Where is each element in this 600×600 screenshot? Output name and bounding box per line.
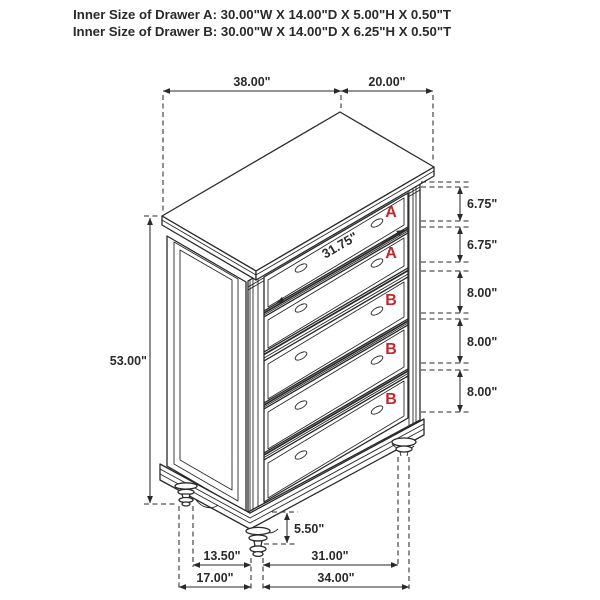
dim-width-outer: 34.00" xyxy=(317,571,354,585)
dim-width-inner: 31.00" xyxy=(311,549,348,563)
dim-depth-outer: 17.00" xyxy=(196,571,233,585)
dim-drawer-height-4: 8.00" xyxy=(467,335,497,349)
drawer-5-left-handle xyxy=(294,450,308,460)
top-dimensions: 38.00" 20.00" xyxy=(162,75,434,211)
drawer-3-right-handle xyxy=(370,306,384,316)
rail xyxy=(263,226,409,318)
drawer-5-right-handle xyxy=(370,405,384,415)
dim-drawer-height-5: 8.00" xyxy=(467,385,497,399)
leg-front xyxy=(245,526,271,558)
chest-top xyxy=(161,111,435,281)
apron-curve xyxy=(195,499,219,509)
dim-leg-height: 5.50" xyxy=(294,522,324,536)
drawer-1-label: A xyxy=(385,204,397,221)
rail xyxy=(263,368,409,461)
dim-drawer-height-3: 8.00" xyxy=(467,286,497,300)
dim-drawer-height-1: 6.75" xyxy=(467,197,497,211)
drawer-1-left-handle xyxy=(294,263,308,273)
leg-left xyxy=(174,482,198,507)
drawer-4-left-handle xyxy=(294,400,308,410)
leg-right xyxy=(391,437,417,457)
dim-drawer-height-2: 6.75" xyxy=(467,238,497,252)
drawer-2-label: A xyxy=(385,245,397,262)
drawer-5-label: B xyxy=(385,391,397,408)
leg-height-dimension: 5.50" xyxy=(264,511,324,545)
chest-drawing: A A B B B xyxy=(159,111,435,558)
dim-depth-inner: 13.50" xyxy=(203,549,240,563)
drawer-1-right-handle xyxy=(370,218,384,228)
drawer-height-dimensions: 6.75" 6.75" 8.00" 8.00" 8.00" xyxy=(421,181,497,413)
drawer-4-label: B xyxy=(385,341,397,358)
title-line-2: Inner Size of Drawer B: 30.00"W X 14.00"… xyxy=(73,24,451,39)
dim-top-depth: 20.00" xyxy=(368,75,405,89)
drawer-labels: A A B B B xyxy=(385,204,397,408)
title: Inner Size of Drawer A: 30.00"W X 14.00"… xyxy=(73,7,451,39)
title-line-1: Inner Size of Drawer A: 30.00"W X 14.00"… xyxy=(73,7,451,22)
dim-top-width: 38.00" xyxy=(233,75,270,89)
drawer-3-label: B xyxy=(385,292,397,309)
drawer-2-right-handle xyxy=(370,258,384,268)
dim-overall-height: 53.00" xyxy=(110,354,147,368)
drawer-3-left-handle xyxy=(294,351,308,361)
height-dimension: 53.00" xyxy=(110,215,176,505)
side-panel xyxy=(166,235,247,513)
bottom-dimensions: 13.50" 31.00" 17.00" 34.00" xyxy=(178,457,410,590)
drawer-4-right-handle xyxy=(370,355,384,365)
drawer-2-left-handle xyxy=(294,303,308,313)
drawer-5 xyxy=(263,375,409,503)
